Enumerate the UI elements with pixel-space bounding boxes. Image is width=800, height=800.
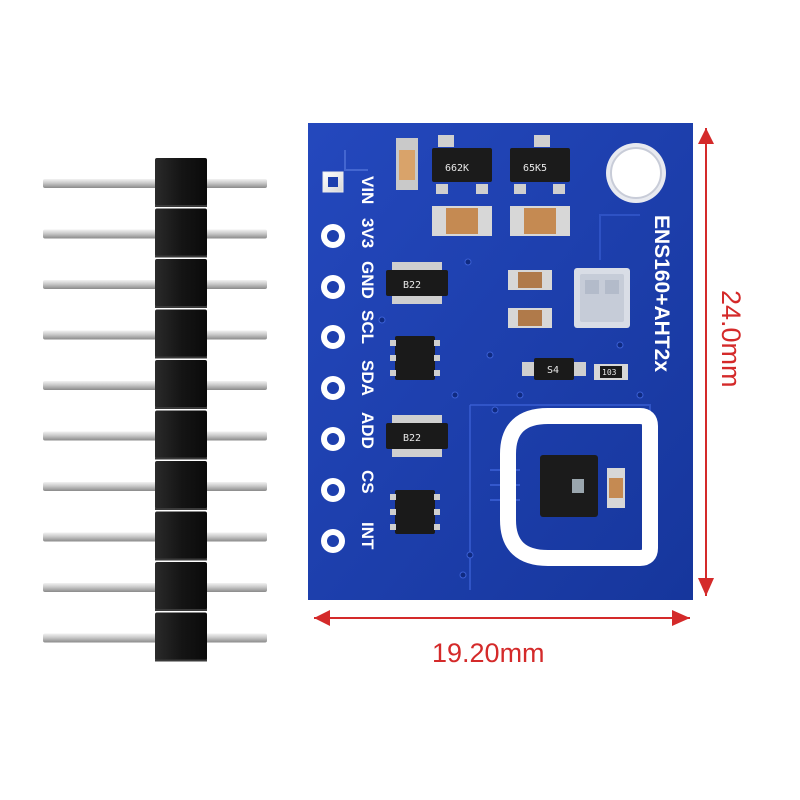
smd-capacitor-2 — [508, 308, 552, 328]
pin-pad-hole — [327, 382, 339, 394]
header-block — [155, 309, 207, 358]
dimension-annotations: 24.0mm 19.20mm — [314, 128, 746, 668]
regulator-right-marking: 65K5 — [523, 163, 547, 174]
header-block — [155, 259, 207, 307]
resistor-marking: 103 — [602, 368, 617, 377]
ic-middle-lower — [390, 490, 440, 534]
pin-pad-hole — [327, 535, 339, 547]
header-block — [155, 562, 207, 610]
width-dimension-label: 19.20mm — [432, 638, 545, 668]
height-dimension-label: 24.0mm — [716, 290, 746, 388]
pin-pad-hole — [328, 177, 338, 187]
diode-marking: S4 — [547, 365, 559, 376]
ens160-sensor — [574, 268, 630, 328]
pcb-trace — [344, 150, 368, 171]
smd-capacitor-1 — [508, 270, 552, 290]
resistor-103: 103 — [594, 364, 628, 380]
ic-middle-upper — [390, 336, 440, 380]
pin-label-int: INT — [358, 522, 377, 550]
via — [486, 351, 494, 359]
level-shifter-top-marking: B22 — [403, 280, 421, 291]
header-block — [155, 461, 207, 509]
header-block — [155, 208, 207, 257]
capacitor-left — [432, 206, 492, 236]
pin-label-vin: VIN — [358, 176, 377, 204]
pin-pad-hole — [327, 484, 339, 496]
aht2x-sensor-area — [500, 408, 658, 566]
header-block — [155, 612, 207, 661]
pin-label-scl: SCL — [358, 310, 377, 344]
aht2x-capacitor — [607, 468, 625, 508]
header-block — [155, 360, 207, 408]
via — [491, 406, 499, 414]
mounting-hole-inner — [610, 147, 662, 199]
via — [451, 391, 459, 399]
diode-s4: S4 — [522, 358, 586, 380]
via — [466, 551, 474, 559]
via — [378, 316, 386, 324]
header-block — [155, 410, 207, 459]
pcb-trace — [599, 214, 640, 260]
via — [459, 571, 467, 579]
header-block — [155, 158, 207, 206]
via — [464, 258, 472, 266]
pin-pad-hole — [327, 281, 339, 293]
pin-pad-hole — [327, 331, 339, 343]
board-title: ENS160+AHT2x — [650, 215, 673, 372]
pcb-board: VIN 3V3 GND SCL SDA ADD CS INT ENS160+AH… — [308, 123, 693, 600]
aht2x-chip — [540, 455, 598, 517]
pin-label-sda: SDA — [358, 360, 377, 396]
via — [616, 341, 624, 349]
pin-header — [43, 158, 267, 662]
level-shifter-bottom: B22 — [386, 415, 448, 457]
regulator-left-marking: 662K — [445, 163, 469, 174]
aht2x-window — [572, 479, 584, 493]
regulator-left: 662K — [432, 135, 492, 194]
pin-label-add: ADD — [358, 412, 377, 449]
header-block — [155, 511, 207, 560]
pin-pads — [321, 171, 345, 553]
vias — [378, 258, 644, 579]
level-shifter-top: B22 — [386, 262, 448, 304]
via — [636, 391, 644, 399]
pin-label-gnd: GND — [358, 261, 377, 299]
capacitor-right — [510, 206, 570, 236]
level-shifter-bottom-marking: B22 — [403, 433, 421, 444]
pin-pad-hole — [327, 433, 339, 445]
pin-label-3v3: 3V3 — [358, 218, 377, 248]
pin-label-group: VIN 3V3 GND SCL SDA ADD CS INT — [358, 176, 377, 550]
pin-label-cs: CS — [358, 470, 377, 494]
header-blocks — [155, 158, 207, 662]
regulator-right: 65K5 — [510, 135, 570, 194]
pin-pad-hole — [327, 230, 339, 242]
via — [516, 391, 524, 399]
tantalum-capacitor — [396, 138, 418, 190]
